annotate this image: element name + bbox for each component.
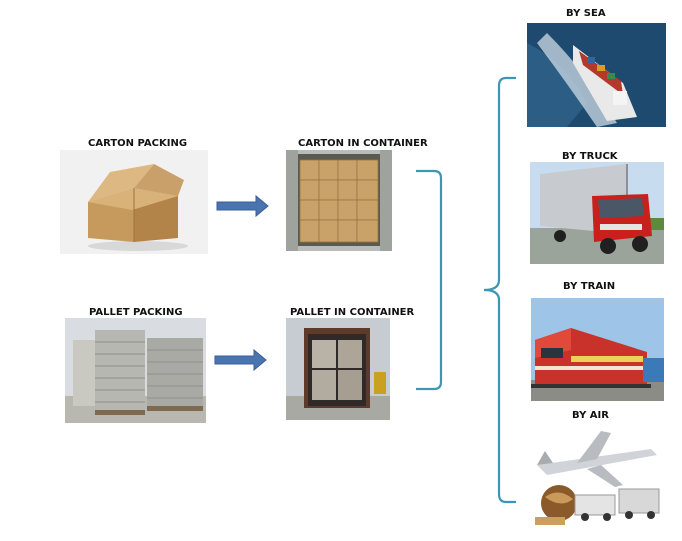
arrow-carton-to-container (216, 194, 269, 218)
truck-image (530, 162, 664, 264)
cargo-ship-image (527, 23, 666, 127)
carton-in-container-label: CARTON IN CONTAINER (298, 138, 428, 149)
by-air-label: BY AIR (572, 410, 609, 421)
container-pallets-image (286, 318, 390, 420)
by-sea-label: BY SEA (566, 8, 606, 19)
pallet-stacks-image (65, 318, 206, 423)
bracket-transport (483, 76, 516, 504)
container-cartons-image (286, 150, 392, 251)
arrow-pallet-to-container (214, 348, 267, 372)
by-train-label: BY TRAIN (563, 281, 616, 292)
bracket-containers (416, 169, 443, 391)
pallet-packing-label: PALLET PACKING (89, 307, 183, 318)
carton-box-image (60, 150, 208, 254)
carton-packing-label: CARTON PACKING (88, 138, 188, 149)
airplane-image (531, 425, 666, 530)
by-truck-label: BY TRUCK (562, 151, 618, 162)
train-image (531, 298, 664, 401)
pallet-in-container-label: PALLET IN CONTAINER (290, 307, 415, 318)
